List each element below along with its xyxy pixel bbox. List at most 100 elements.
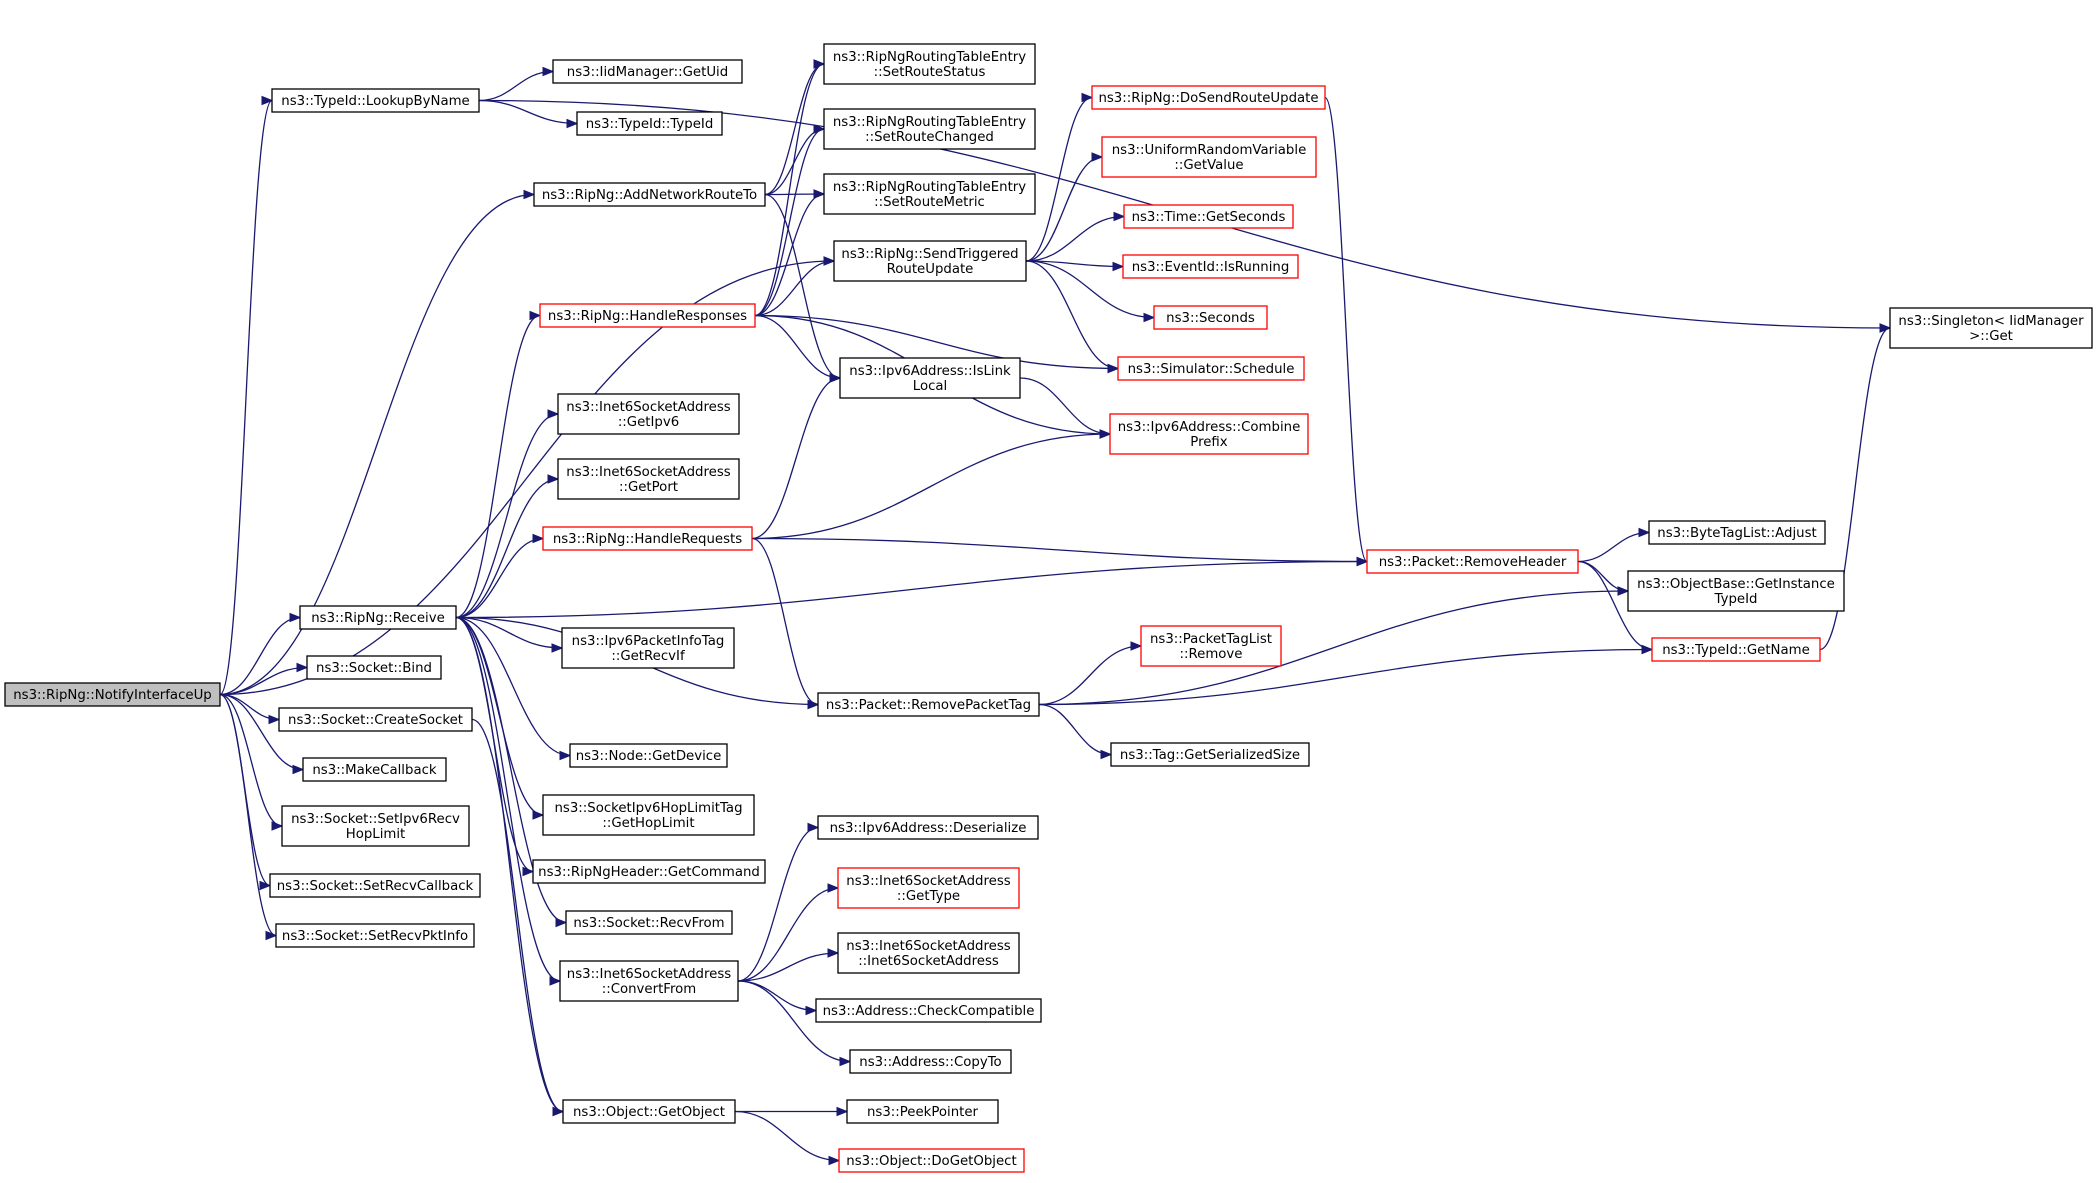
node-box bbox=[1889, 307, 2093, 349]
node-box bbox=[281, 805, 470, 847]
node-serialsize[interactable]: ns3::Tag::GetSerializedSize bbox=[1110, 742, 1310, 767]
node-box bbox=[838, 1148, 1025, 1173]
node-setstatus[interactable]: ns3::RipNgRoutingTableEntry::SetRouteSta… bbox=[823, 43, 1036, 85]
node-setrecvcb[interactable]: ns3::Socket::SetRecvCallback bbox=[269, 873, 481, 898]
node-deserialize[interactable]: ns3::Ipv6Address::Deserialize bbox=[817, 815, 1039, 840]
node-singleton[interactable]: ns3::Singleton< IidManager>::Get bbox=[1889, 307, 2093, 349]
edges-layer bbox=[219, 59, 1892, 1166]
node-box bbox=[542, 794, 755, 836]
node-getport[interactable]: ns3::Inet6SocketAddress::GetPort bbox=[557, 458, 740, 500]
node-isrunning[interactable]: ns3::EventId::IsRunning bbox=[1122, 254, 1299, 279]
node-box bbox=[837, 867, 1020, 909]
node-createsocket[interactable]: ns3::Socket::CreateSocket bbox=[278, 707, 473, 732]
node-label: ::Remove bbox=[1180, 647, 1243, 662]
node-tagremove[interactable]: ns3::PacketTagList::Remove bbox=[1140, 625, 1282, 667]
node-handlereq[interactable]: ns3::RipNg::HandleRequests bbox=[542, 526, 753, 551]
edge-line bbox=[219, 616, 301, 696]
edge-line bbox=[219, 693, 283, 827]
node-gethoplimit[interactable]: ns3::SocketIpv6HopLimitTag::GetHopLimit bbox=[542, 794, 755, 836]
node-iidmgr[interactable]: ns3::IidManager::GetUid bbox=[552, 59, 743, 84]
edge-line bbox=[764, 193, 841, 379]
node-label: ns3::Socket::SetIpv6Recv bbox=[291, 812, 460, 827]
node-box bbox=[837, 932, 1020, 974]
edge-line bbox=[219, 693, 277, 937]
node-inet6ctor[interactable]: ns3::Inet6SocketAddress::Inet6SocketAddr… bbox=[837, 932, 1020, 974]
edge-line bbox=[455, 413, 559, 619]
node-handleresp[interactable]: ns3::RipNg::HandleResponses bbox=[539, 303, 756, 328]
node-label: ns3::RipNg::AddNetworkRouteTo bbox=[542, 188, 757, 203]
node-schedule[interactable]: ns3::Simulator::Schedule bbox=[1117, 356, 1305, 381]
edge-line bbox=[455, 616, 571, 757]
node-label: ::Inet6SocketAddress bbox=[858, 954, 999, 969]
edge-convertfrom-to-inet6ctor bbox=[737, 948, 840, 982]
edge-arrowhead bbox=[813, 59, 826, 69]
edge-line bbox=[455, 616, 564, 1113]
edge-arrowhead bbox=[555, 917, 568, 928]
edge-removepkttag-to-getinstance bbox=[1038, 586, 1630, 706]
node-box bbox=[1109, 413, 1309, 455]
node-addnet[interactable]: ns3::RipNg::AddNetworkRouteTo bbox=[533, 182, 766, 207]
edge-getobject-to-peekpointer bbox=[735, 1106, 849, 1117]
node-label: ns3::Ipv6Address::Combine bbox=[1118, 420, 1301, 435]
node-bind[interactable]: ns3::Socket::Bind bbox=[306, 655, 442, 680]
node-removepkttag[interactable]: ns3::Packet::RemovePacketTag bbox=[817, 692, 1040, 717]
node-peekpointer[interactable]: ns3::PeekPointer bbox=[846, 1099, 999, 1124]
node-box bbox=[849, 1049, 1012, 1074]
node-getcommand[interactable]: ns3::RipNgHeader::GetCommand bbox=[532, 859, 766, 884]
node-lookup[interactable]: ns3::TypeId::LookupByName bbox=[271, 88, 480, 113]
node-setmetric[interactable]: ns3::RipNgRoutingTableEntry::SetRouteMet… bbox=[823, 173, 1036, 215]
edge-arrowhead bbox=[265, 930, 278, 941]
edge-handleresp-to-setstatus bbox=[754, 59, 826, 317]
node-recvfrom[interactable]: ns3::Socket::RecvFrom bbox=[565, 910, 733, 935]
node-uniform[interactable]: ns3::UniformRandomVariable::GetValue bbox=[1101, 136, 1317, 178]
edge-line bbox=[754, 314, 841, 379]
node-getdevice[interactable]: ns3::Node::GetDevice bbox=[569, 743, 728, 768]
edge-lookup-to-typeid bbox=[478, 99, 579, 129]
nodes-layer: ns3::RipNg::NotifyInterfaceUp ns3::TypeId… bbox=[4, 43, 2093, 1173]
node-receive[interactable]: ns3::RipNg::Receive bbox=[299, 605, 457, 630]
node-label: >::Get bbox=[1969, 329, 2013, 344]
node-setrecvpkt[interactable]: ns3::Socket::SetRecvPktInfo bbox=[275, 923, 475, 948]
node-typeid[interactable]: ns3::TypeId::TypeId bbox=[576, 111, 723, 136]
edge-sendtrig-to-isrunning bbox=[1025, 260, 1125, 272]
node-box bbox=[532, 859, 766, 884]
node-gettype[interactable]: ns3::Inet6SocketAddress::GetType bbox=[837, 867, 1020, 909]
edge-arrowhead bbox=[268, 714, 281, 725]
node-convertfrom[interactable]: ns3::Inet6SocketAddress::ConvertFrom bbox=[559, 960, 739, 1002]
node-label: ::SetRouteChanged bbox=[865, 130, 994, 145]
edge-arrowhead bbox=[1130, 641, 1143, 651]
node-dosend[interactable]: ns3::RipNg::DoSendRouteUpdate bbox=[1091, 85, 1326, 110]
edge-arrowhead bbox=[839, 1056, 852, 1067]
node-copyto[interactable]: ns3::Address::CopyTo bbox=[849, 1049, 1012, 1074]
node-getobject[interactable]: ns3::Object::GetObject bbox=[562, 1099, 736, 1124]
node-box bbox=[552, 59, 743, 84]
node-dogetobject[interactable]: ns3::Object::DoGetObject bbox=[838, 1148, 1025, 1173]
edge-arrowhead bbox=[522, 866, 535, 877]
edge-arrowhead bbox=[552, 1106, 565, 1117]
node-getseconds[interactable]: ns3::Time::GetSeconds bbox=[1123, 204, 1294, 229]
edge-arrowhead bbox=[523, 189, 536, 200]
node-adjust[interactable]: ns3::ByteTagList::Adjust bbox=[1648, 520, 1826, 545]
node-label: ns3::Inet6SocketAddress bbox=[566, 465, 731, 480]
node-removeheader[interactable]: ns3::Packet::RemoveHeader bbox=[1366, 549, 1579, 574]
node-checkcompat[interactable]: ns3::Address::CheckCompatible bbox=[815, 998, 1042, 1023]
node-makecb[interactable]: ns3::MakeCallback bbox=[302, 757, 447, 782]
node-seconds[interactable]: ns3::Seconds bbox=[1153, 305, 1268, 330]
edge-convertfrom-to-copyto bbox=[737, 980, 852, 1067]
node-getname[interactable]: ns3::TypeId::GetName bbox=[1651, 637, 1821, 662]
node-getipv6[interactable]: ns3::Inet6SocketAddress::GetIpv6 bbox=[557, 393, 740, 435]
edge-arrowhead bbox=[1091, 152, 1104, 162]
node-getrecvif[interactable]: ns3::Ipv6PacketInfoTag::GetRecvIf bbox=[561, 627, 735, 669]
node-setchanged[interactable]: ns3::RipNgRoutingTableEntry::SetRouteCha… bbox=[823, 108, 1036, 150]
node-box bbox=[299, 605, 457, 630]
node-root[interactable]: ns3::RipNg::NotifyInterfaceUp bbox=[4, 682, 221, 707]
edge-line bbox=[219, 693, 304, 771]
node-label: ns3::Tag::GetSerializedSize bbox=[1120, 748, 1300, 763]
edge-arrowhead bbox=[296, 662, 309, 673]
edge-convertfrom-to-checkcompat bbox=[737, 980, 818, 1016]
